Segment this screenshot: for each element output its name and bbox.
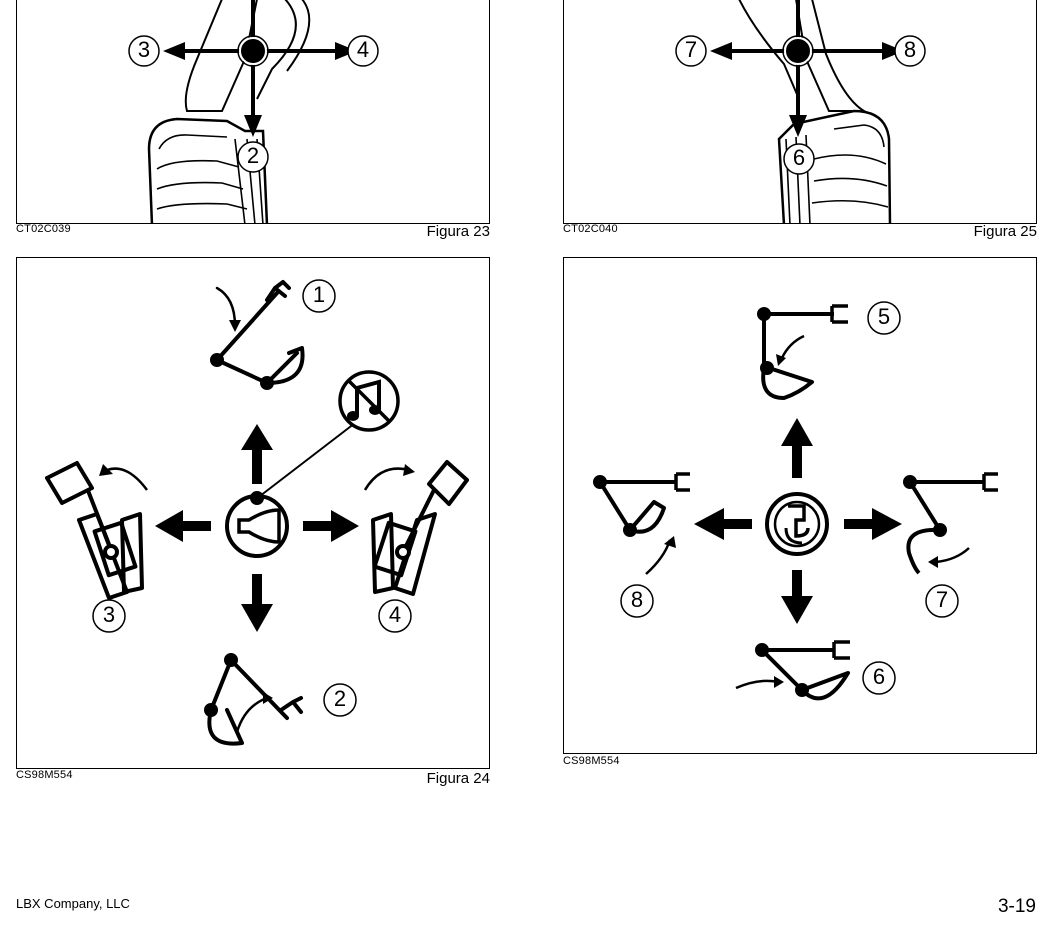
label-1: 1 [312, 282, 326, 307]
page-number: 3-19 [997, 896, 1036, 917]
figure-26-panel: 5 8 7 6 [563, 257, 1037, 754]
label-7: 7 [935, 587, 949, 612]
label-7: 7 [684, 37, 698, 62]
figure-24-caption: Figura 24 [426, 770, 490, 787]
bucket-dump-icon [735, 640, 850, 701]
figure-25-code: CT02C040 [563, 223, 618, 235]
figure-25-caption: Figura 25 [973, 223, 1037, 240]
direction-arrows [694, 418, 902, 624]
figure-23-caption: Figura 23 [426, 223, 490, 240]
label-2: 2 [333, 686, 347, 711]
label-8: 8 [630, 587, 644, 612]
figure-25-panel: 7 8 6 [563, 0, 1037, 224]
boom-raise-icon [210, 280, 305, 390]
figure-24-code: CS98M554 [16, 769, 73, 781]
bucket-curl-icon [903, 472, 998, 575]
label-5: 5 [877, 304, 891, 329]
boom-lower-icon [204, 653, 303, 746]
swing-right-icon [363, 460, 469, 596]
no-music-icon [338, 370, 400, 432]
operator-icon [765, 492, 829, 556]
arm-in-icon [757, 304, 848, 400]
horn-icon [225, 491, 289, 558]
label-4: 4 [388, 602, 402, 627]
label-8: 8 [903, 37, 917, 62]
label-3: 3 [137, 37, 151, 62]
swing-left-icon [45, 461, 149, 600]
label-4: 4 [356, 37, 370, 62]
joystick-icon [675, 0, 926, 223]
figure-23-code: CT02C039 [16, 223, 71, 235]
figure-26-code: CS98M554 [563, 755, 620, 767]
label-3: 3 [102, 602, 116, 627]
direction-arrows [155, 424, 359, 632]
figure-24-panel: 1 3 4 2 [16, 257, 490, 769]
label-6: 6 [792, 145, 806, 170]
joystick-icon [128, 0, 379, 223]
label-2: 2 [246, 143, 260, 168]
figure-23-panel: 3 4 2 [16, 0, 490, 224]
label-6: 6 [872, 664, 886, 689]
arm-out-icon [593, 472, 690, 575]
footer-company: LBX Company, LLC [16, 896, 130, 911]
